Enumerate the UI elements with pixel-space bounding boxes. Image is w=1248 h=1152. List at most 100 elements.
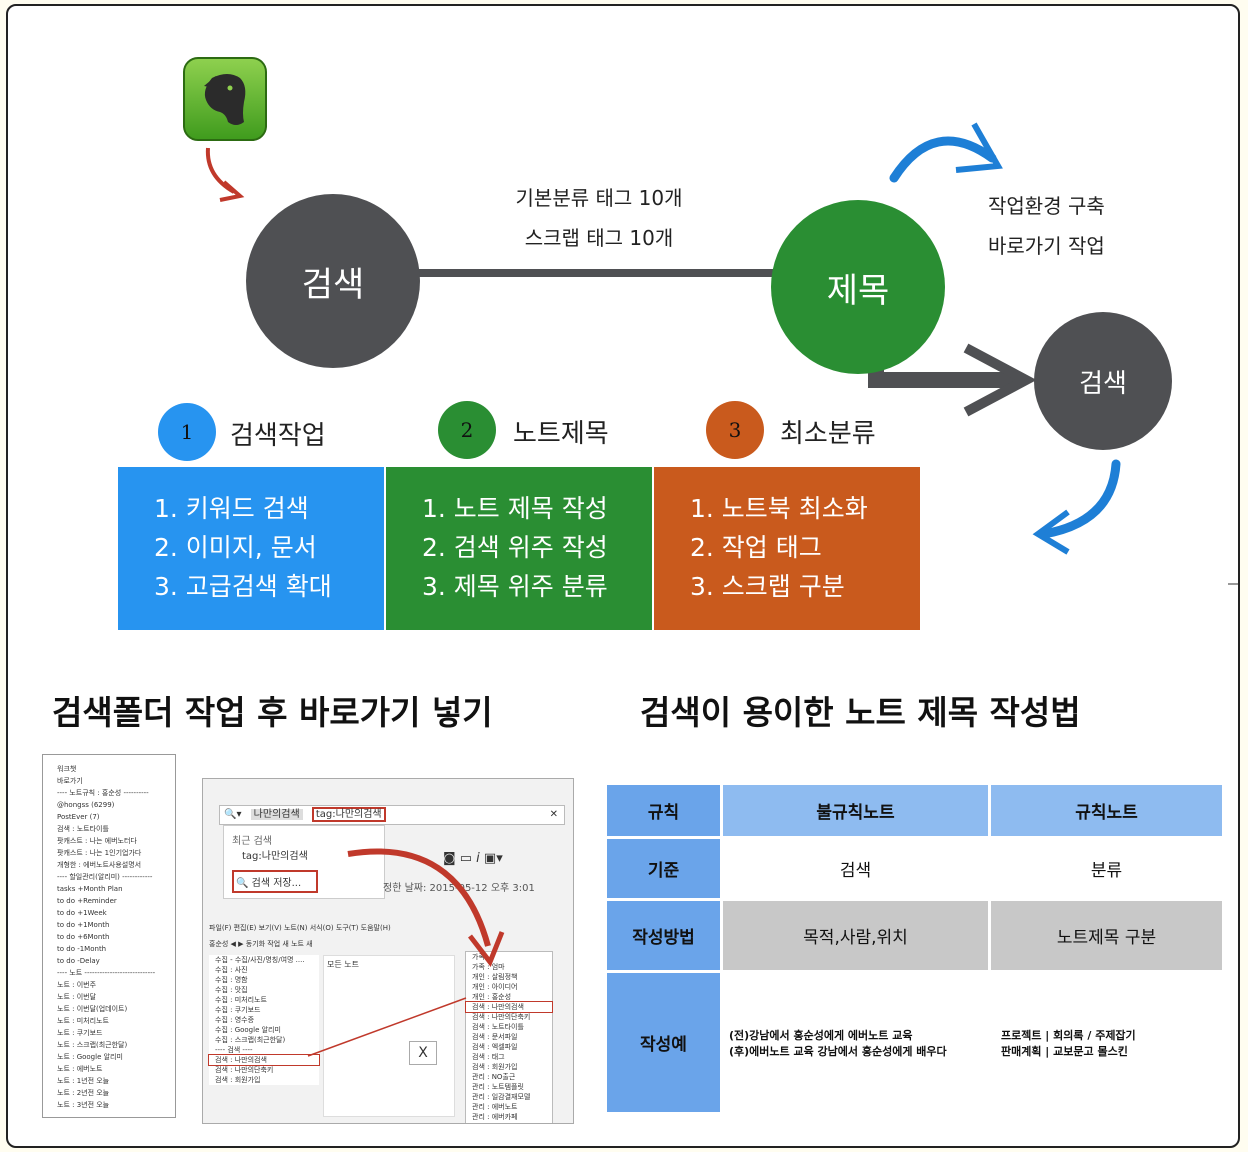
step-3-badge: 3 <box>706 401 764 459</box>
regular-cell: 분류 <box>988 836 1225 901</box>
step-3-item: 2. 작업 태그 <box>690 533 822 562</box>
sidebar-item[interactable]: 팟캐스트 : 나는 1인기업가다 <box>57 849 142 857</box>
example-line: 판매계획 | 교보문고 몰스킨 <box>1001 1044 1128 1058</box>
notebook-item[interactable]: ---- 검색 ---- <box>215 1046 253 1054</box>
search-bar[interactable]: 🔍▾ 나만의검색 tag:나만의검색 ✕ <box>219 805 565 825</box>
notebook-item[interactable]: 수집 : 미처리노트 <box>215 996 267 1004</box>
notebook-item[interactable]: 수집 : 쿠기보드 <box>215 1006 261 1014</box>
tag-item[interactable]: 개인 : 홍순성 <box>472 993 512 1001</box>
sidebar-item[interactable]: 노트 : 스크랩(최근한달) <box>57 1041 128 1049</box>
sidebar-item[interactable]: 노트 : 이번달 <box>57 993 97 1001</box>
example-line: (후)에버노트 교육 강남에서 홍순성에게 배우다 <box>729 1044 947 1058</box>
step-2-badge: 2 <box>438 401 496 459</box>
example-line: (전)강남에서 홍순성에게 에버노트 교육 <box>729 1028 913 1042</box>
regular-cell: 노트제목 구분 <box>988 898 1225 973</box>
tag-item[interactable]: 개인 : 아이디어 <box>472 983 518 991</box>
notebook-item[interactable]: 수집 - 수집/사진/명칭/여명 .... <box>215 956 305 964</box>
step-1-badge: 1 <box>158 403 216 461</box>
tag-item[interactable]: 관리 : 에버카페 <box>472 1113 518 1121</box>
tag-item[interactable]: 관리 : 에버노트 <box>472 1103 518 1111</box>
tag-item[interactable]: 개인 : 살림정책 <box>472 973 518 981</box>
sidebar-item[interactable]: 팟캐스트 : 나는 에버노터다 <box>57 837 137 845</box>
notebook-item[interactable]: 수집 : 스크랩(최근한달) <box>215 1036 286 1044</box>
tag-item[interactable]: 관리 : 일감결재모델 <box>472 1093 531 1101</box>
sidebar-item[interactable]: 노트 : 에버노트 <box>57 1065 103 1073</box>
header-cell: 규칙 <box>604 782 723 839</box>
notebook-item[interactable]: 검색 : 나만의검색 <box>208 1054 320 1066</box>
step-1-name: 검색작업 <box>230 421 326 451</box>
sidebar-item[interactable]: to do -Delay <box>57 957 100 965</box>
step-2-number: 2 <box>460 418 474 442</box>
side-note-line: 바로가기 작업 <box>988 234 1105 258</box>
step-1-item: 1. 키워드 검색 <box>154 494 309 523</box>
sidebar-item[interactable]: to do +1Month <box>57 921 110 929</box>
sidebar-item[interactable]: to do +6Month <box>57 933 110 941</box>
tag-item[interactable]: 검색 : 회원가입 <box>472 1063 518 1071</box>
tag-item[interactable]: 관리 : 노트템플릿 <box>472 1083 524 1091</box>
app-screenshot: 🔍▾ 나만의검색 tag:나만의검색 ✕ 최근 검색 tag:나만의검색 🔍 검… <box>202 778 574 1124</box>
sidebar-item[interactable]: ---- 노트 ---------------------------- <box>57 969 156 977</box>
notebook-item[interactable]: 검색 : 회원가입 <box>215 1076 261 1084</box>
tag-item[interactable]: 가족 <box>472 953 485 961</box>
tag-item[interactable]: 검색 : 태그 <box>472 1053 505 1061</box>
notebook-item[interactable]: 수집 : 사진 <box>215 966 248 974</box>
tag-item[interactable]: 관리 : NO출근 <box>472 1073 516 1081</box>
irregular-cell: 검색 <box>720 836 991 901</box>
all-notes-label: 모든 노트 <box>327 960 359 969</box>
sidebar-item[interactable]: 워크챗 <box>57 765 77 773</box>
irregular-example-cell: (전)강남에서 홍순성에게 에버노트 교육 (후)에버노트 교육 강남에서 홍순… <box>720 970 991 1115</box>
notebook-item[interactable]: 검색 : 나만의단축키 <box>215 1066 274 1074</box>
sidebar-item[interactable]: 노트 : 쿠기보드 <box>57 1029 103 1037</box>
tag-item[interactable]: 가족 : 엄마 <box>472 963 505 971</box>
sidebar-item[interactable]: 개형한 : 에버노트사용설명서 <box>57 861 142 869</box>
tag-item[interactable]: 검색 : 나만의검색 <box>465 1001 553 1013</box>
sidebar-item[interactable]: ---- 노트규칙 : 홍순성 ---------- <box>57 789 149 797</box>
close-icon[interactable]: X <box>409 1041 437 1065</box>
right-heading: 검색이 용이한 노트 제목 작성법 <box>640 693 1081 732</box>
tag-item[interactable]: 검색 : 문서파일 <box>472 1033 518 1041</box>
save-search-button[interactable]: 🔍 검색 저장... <box>232 870 318 893</box>
header-cell: 불규칙노트 <box>720 782 991 839</box>
search-query[interactable]: tag:나만의검색 <box>311 807 386 822</box>
search-node-left: 검색 <box>246 194 420 368</box>
regular-example-cell: 프로젝트 | 회의록 / 주제잡기 판매계획 | 교보문고 몰스킨 <box>988 970 1225 1115</box>
table-row: 작성방법 목적,사람,위치 노트제목 구분 <box>604 898 1225 973</box>
tag-item[interactable]: 검색 : 엑셀파일 <box>472 1043 518 1051</box>
rules-table: 규칙 불규칙노트 규칙노트 기준 검색 분류 작성방법 목적,사람,위치 노트제… <box>604 782 1225 1115</box>
sidebar-item[interactable]: @hongss (6299) <box>57 801 115 809</box>
search-chip: 나만의검색 <box>250 809 303 820</box>
notebook-item[interactable]: 수집 : 영수증 <box>215 1016 255 1024</box>
sidebar-item[interactable]: 노트 : 2년전 오늘 <box>57 1089 110 1097</box>
notebook-item[interactable]: 수집 : 명함 <box>215 976 248 984</box>
sidebar-item[interactable]: 노트 : Google 알리미 <box>57 1053 123 1061</box>
recent-item[interactable]: tag:나만의검색 <box>242 851 308 862</box>
sidebar-item[interactable]: ---- 할일관리(알리미) ------------ <box>57 873 153 881</box>
clear-icon[interactable]: ✕ <box>549 809 558 820</box>
sidebar-item[interactable]: 노트 : 이번주 <box>57 981 97 989</box>
sidebar-item[interactable]: PostEver (7) <box>57 813 100 821</box>
sidebar-item[interactable]: 노트 : 3년전 오늘 <box>57 1101 110 1109</box>
sidebar-item[interactable]: 노트 : 1년전 오늘 <box>57 1077 110 1085</box>
save-search-label: 검색 저장... <box>251 878 302 889</box>
sidebar-item[interactable]: 노트 : 미처리노트 <box>57 1017 109 1025</box>
tag-item[interactable]: 검색 : 노트타이틀 <box>472 1023 524 1031</box>
infographic-frame: 검색 제목 검색 기본분류 태그 10개 스크랩 태그 10개 작업환경 구축 … <box>6 4 1240 1148</box>
tag-item[interactable]: 검색 : 나만의단축키 <box>472 1013 531 1021</box>
sidebar-item[interactable]: 노트 : 이번달(업데이트) <box>57 1005 128 1013</box>
left-heading: 검색폴더 작업 후 바로가기 넣기 <box>52 693 493 732</box>
sidebar-item[interactable]: 바로가기 <box>57 777 83 785</box>
sidebar-item[interactable]: tasks +Month Plan <box>57 885 123 893</box>
notebook-item[interactable]: 수집 : Google 알리미 <box>215 1026 281 1034</box>
sidebar-item[interactable]: to do +Reminder <box>57 897 117 905</box>
sidebar-item[interactable]: to do -1Month <box>57 945 107 953</box>
notebook-item[interactable]: 수집 : 맛집 <box>215 986 248 994</box>
sidebar-item[interactable]: 검색 : 노트타이틀 <box>57 825 109 833</box>
link-note: 기본분류 태그 10개 스크랩 태그 10개 <box>504 178 694 258</box>
row-label: 작성방법 <box>604 898 723 973</box>
row-label: 작성예 <box>604 970 723 1115</box>
example-line: 프로젝트 | 회의록 / 주제잡기 <box>1001 1028 1136 1042</box>
sidebar-item[interactable]: to do +1Week <box>57 909 107 917</box>
step-3-number: 3 <box>728 418 742 442</box>
